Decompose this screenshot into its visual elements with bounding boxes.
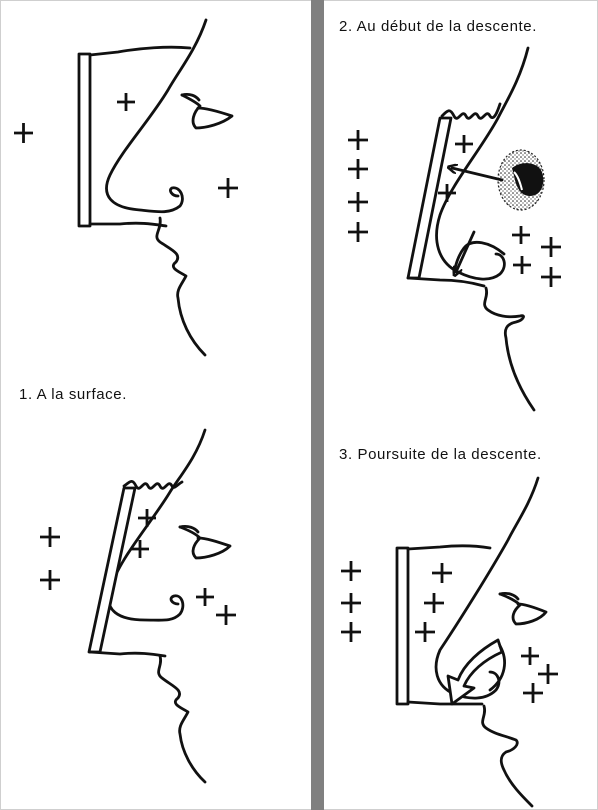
plus-sign: [512, 226, 530, 244]
eye: [180, 527, 230, 558]
mask-bottom: [408, 702, 482, 704]
face-panel-3: [341, 478, 558, 806]
eye: [182, 95, 232, 128]
plus-sign: [521, 647, 539, 665]
lips-chin: [157, 218, 205, 355]
mask-bottom: [408, 278, 484, 286]
plus-sign: [341, 622, 361, 642]
lips-chin: [485, 288, 534, 410]
lips-chin: [159, 656, 205, 782]
plus-sign: [348, 159, 368, 179]
plus-sign: [523, 683, 543, 703]
plus-sign: [541, 267, 561, 287]
plus-sign: [216, 605, 236, 625]
plus-sign: [348, 130, 368, 150]
plus-sign: [40, 570, 60, 590]
eye: [500, 594, 546, 624]
plus-sign: [415, 622, 435, 642]
suction-arrow-nose: [456, 232, 474, 272]
plus-sign: [424, 593, 444, 613]
plus-sign: [341, 561, 361, 581]
plus-sign: [538, 664, 558, 684]
caption-panel-3: 3. Poursuite de la descente.: [339, 446, 542, 463]
mask-bottom: [90, 223, 166, 226]
plus-sign: [341, 593, 361, 613]
lips-chin: [483, 706, 532, 806]
plus-sign: [348, 192, 368, 212]
face-profile: [436, 478, 538, 698]
plus-sign: [40, 527, 60, 547]
mask-glass: [89, 488, 135, 652]
caption-panel-2: 2. Au début de la descente.: [339, 18, 537, 35]
plus-sign: [14, 123, 33, 143]
face-reference: [14, 20, 238, 355]
caption-panel-1: 1. A la surface.: [19, 386, 127, 403]
mask-bottom: [90, 652, 165, 656]
plus-sign: [348, 222, 368, 242]
plus-sign: [541, 237, 561, 257]
vertical-divider: [311, 0, 324, 810]
plus-sign: [455, 135, 473, 153]
mask-skirt-wrinkles: [442, 104, 500, 118]
plus-sign: [138, 509, 156, 527]
mask-glass: [408, 118, 451, 278]
mask-top: [90, 47, 190, 55]
mask-glass: [397, 548, 408, 704]
plus-sign: [513, 256, 531, 274]
plus-sign: [117, 93, 135, 111]
plus-sign: [196, 588, 214, 606]
plus-sign: [218, 178, 238, 198]
face-panel-2: [348, 48, 561, 410]
mask-top: [408, 546, 490, 549]
mask-glass: [79, 54, 90, 226]
face-panel-1: [40, 430, 236, 782]
plus-sign: [432, 563, 452, 583]
